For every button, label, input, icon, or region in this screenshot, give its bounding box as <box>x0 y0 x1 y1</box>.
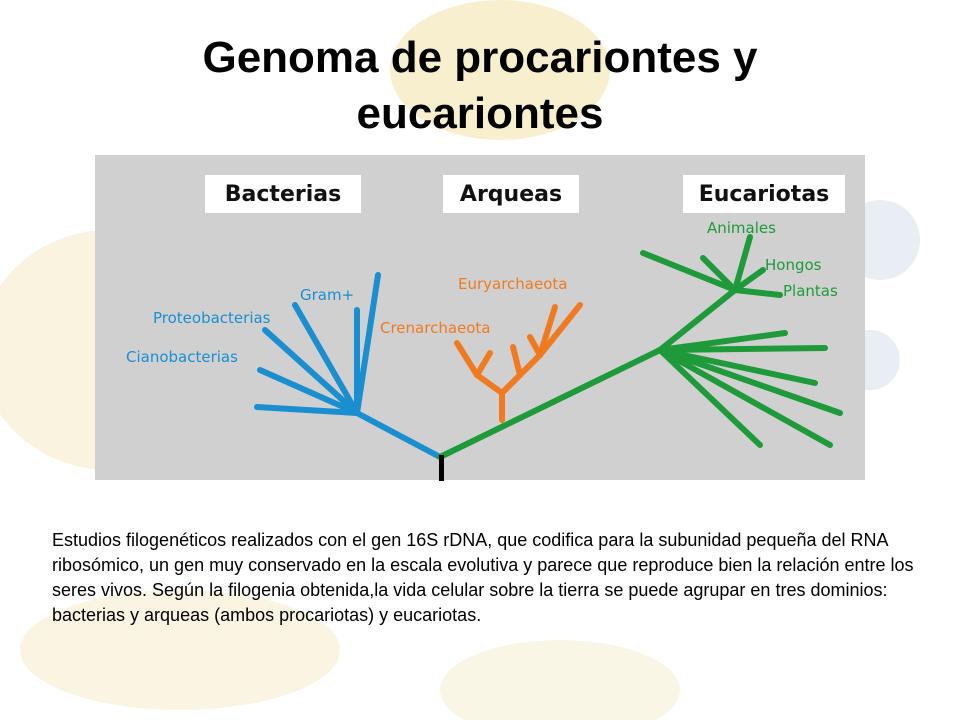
bacteria-branch-gram <box>354 272 381 416</box>
archaea-branch <box>510 344 523 378</box>
eukaryote-branch <box>640 250 738 293</box>
bacteria-branch <box>292 302 360 416</box>
eukaryote-branch <box>657 287 738 353</box>
phylogenetic-tree-figure: Gram+ Proteobacterias Cianobacterias Eur… <box>95 155 865 480</box>
bacteria-branches <box>254 272 443 460</box>
slide-title: Genoma de procariontes y eucariontes <box>60 30 900 142</box>
eukaryote-branch <box>657 347 843 416</box>
eukaryote-branch <box>657 345 828 353</box>
bacteria-branch <box>257 367 360 416</box>
bacteria-branch-proteobacterias <box>262 327 360 416</box>
eukaryote-branch <box>657 347 763 448</box>
label-animales: Animales <box>707 219 776 237</box>
archaea-branch <box>454 340 480 378</box>
archaea-branch <box>474 350 493 378</box>
domain-label-arqueas: Arqueas <box>443 175 579 213</box>
label-gram-positive: Gram+ <box>300 286 354 304</box>
title-line-2: eucariontes <box>356 89 604 138</box>
eukaryote-branch-hongos <box>732 267 766 293</box>
eukaryote-trunk <box>437 347 663 460</box>
domain-label-eucariotas: Eucariotas <box>683 175 845 213</box>
bacteria-trunk <box>354 410 443 460</box>
archaea-branches <box>454 302 583 423</box>
title-line-1: Genoma de procariontes y <box>202 33 758 82</box>
eukaryote-branch <box>657 347 818 386</box>
bacteria-branch-cianobacterias <box>254 404 360 416</box>
archaea-branch-euryarchaeota <box>537 302 583 358</box>
phylogenetic-tree: Gram+ Proteobacterias Cianobacterias Eur… <box>126 219 843 460</box>
eukaryote-branch-plantas <box>732 287 783 298</box>
tree-root-line <box>439 455 444 481</box>
description-paragraph: Estudios filogenéticos realizados con el… <box>52 530 914 625</box>
eukaryote-branch <box>657 347 833 448</box>
label-cianobacterias: Cianobacterias <box>126 348 238 366</box>
eukaryote-branches <box>437 234 843 460</box>
label-proteobacterias: Proteobacterias <box>153 309 271 327</box>
label-plantas: Plantas <box>783 282 838 300</box>
archaea-branch <box>474 372 505 396</box>
label-hongos: Hongos <box>765 256 822 274</box>
label-euryarchaeota: Euryarchaeota <box>458 275 567 293</box>
eukaryote-branch <box>700 255 738 293</box>
archaea-branch <box>537 304 558 358</box>
label-crenarchaeota: Crenarchaeota <box>380 319 491 337</box>
domain-label-bacterias: Bacterias <box>205 175 361 213</box>
eukaryote-branch-animales <box>732 234 753 293</box>
